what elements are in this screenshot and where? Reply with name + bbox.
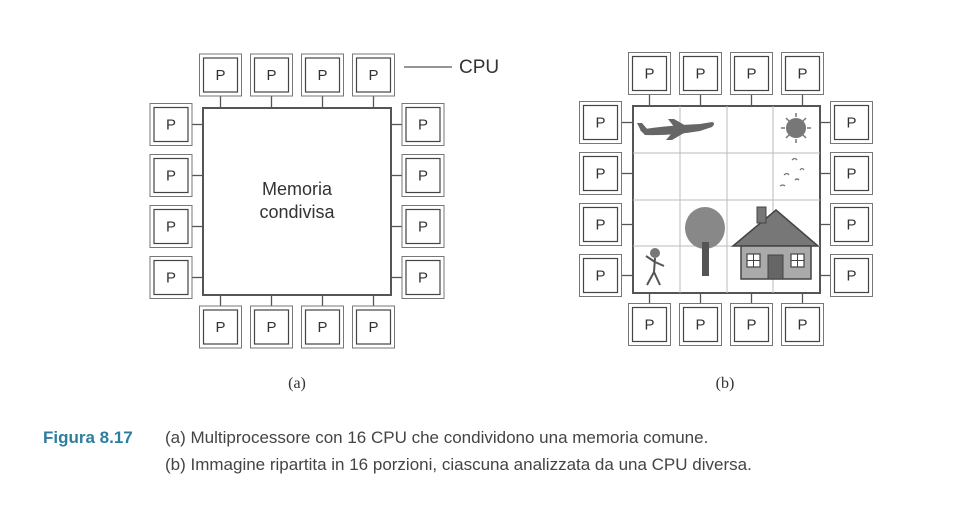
b-processor-label: P <box>846 217 856 234</box>
a-processor-label: P <box>215 319 225 336</box>
a-processor-right-1: P <box>401 103 445 146</box>
a-processor-label: P <box>317 319 327 336</box>
b-processor-label: P <box>797 66 807 83</box>
a-processor-label: P <box>166 117 176 134</box>
b-processor-right-4: P <box>830 254 873 297</box>
a-processor-right-4: P <box>401 256 445 299</box>
a-processor-right-2: P <box>401 154 445 197</box>
figure-number: Figura 8.17 <box>43 428 133 447</box>
b-processor-label: P <box>846 166 856 183</box>
caption-line-2: (b) Immagine ripartita in 16 porzioni, c… <box>165 455 752 474</box>
b-processor-left-2: P <box>579 152 622 195</box>
a-processor-left-4: P <box>149 256 193 299</box>
b-processor-label: P <box>644 66 654 83</box>
tree-icon <box>685 207 725 276</box>
b-processor-label: P <box>595 217 605 234</box>
figure-caption: Figura 8.17 (a) Multiprocessore con 16 C… <box>43 428 752 474</box>
a-processor-top-4: P <box>352 53 395 97</box>
a-processor-label: P <box>166 168 176 185</box>
b-processor-label: P <box>695 66 705 83</box>
a-processor-label: P <box>418 117 428 134</box>
a-processor-right-3: P <box>401 205 445 248</box>
a-processor-bottom-1: P <box>199 305 242 349</box>
b-processor-label: P <box>695 317 705 334</box>
a-processor-label: P <box>368 319 378 336</box>
b-processor-top-1: P <box>628 52 671 95</box>
diagram-b: (b) P P P P P P P P P P P P P P P P <box>579 52 873 392</box>
a-processor-left-2: P <box>149 154 193 197</box>
b-processor-label: P <box>644 317 654 334</box>
a-processor-left-3: P <box>149 205 193 248</box>
a-processor-label: P <box>368 67 378 84</box>
b-processor-bottom-2: P <box>679 303 722 346</box>
b-processor-top-3: P <box>730 52 773 95</box>
cpu-label: CPU <box>459 57 499 78</box>
caption-line-1: (a) Multiprocessore con 16 CPU che condi… <box>165 428 708 447</box>
b-processor-label: P <box>797 317 807 334</box>
b-processor-right-1: P <box>830 101 873 144</box>
a-processor-label: P <box>215 67 225 84</box>
b-processor-label: P <box>746 317 756 334</box>
b-processor-left-3: P <box>579 203 622 246</box>
a-processor-label: P <box>166 219 176 236</box>
b-processor-top-2: P <box>679 52 722 95</box>
b-processor-bottom-1: P <box>628 303 671 346</box>
sun-icon <box>781 113 811 143</box>
a-processor-label: P <box>266 319 276 336</box>
b-processor-label: P <box>595 166 605 183</box>
memory-label-line1: Memoria <box>262 179 333 199</box>
a-processor-label: P <box>418 219 428 236</box>
b-processor-label: P <box>595 268 605 285</box>
b-processor-label: P <box>746 66 756 83</box>
b-processor-bottom-4: P <box>781 303 824 346</box>
a-processor-top-1: P <box>199 53 242 97</box>
airplane-icon <box>637 119 714 140</box>
a-processor-label: P <box>317 67 327 84</box>
b-processor-label: P <box>846 268 856 285</box>
memory-label-line2: condivisa <box>259 202 335 222</box>
b-processor-bottom-3: P <box>730 303 773 346</box>
house-icon <box>730 206 821 280</box>
b-processor-left-4: P <box>579 254 622 297</box>
a-processor-label: P <box>166 270 176 287</box>
a-processor-top-2: P <box>250 53 293 97</box>
shared-memory-box <box>202 107 392 296</box>
a-processor-label: P <box>418 168 428 185</box>
diagram-a: Memoria condivisa CPU (a) P P P P P P P P P P P P P P… <box>149 53 499 392</box>
a-processor-bottom-2: P <box>250 305 293 349</box>
a-processor-bottom-3: P <box>301 305 344 349</box>
person-icon <box>645 248 665 286</box>
a-processor-top-3: P <box>301 53 344 97</box>
b-processor-top-4: P <box>781 52 824 95</box>
a-processor-left-1: P <box>149 103 193 146</box>
a-processor-bottom-4: P <box>352 305 395 349</box>
a-processor-label: P <box>418 270 428 287</box>
b-processor-right-3: P <box>830 203 873 246</box>
b-processor-right-2: P <box>830 152 873 195</box>
sublabel-b: (b) <box>716 375 735 392</box>
b-processor-label: P <box>595 115 605 132</box>
b-processor-label: P <box>846 115 856 132</box>
a-processor-label: P <box>266 67 276 84</box>
birds-icon <box>779 157 805 187</box>
b-processor-left-1: P <box>579 101 622 144</box>
sublabel-a: (a) <box>288 375 306 392</box>
